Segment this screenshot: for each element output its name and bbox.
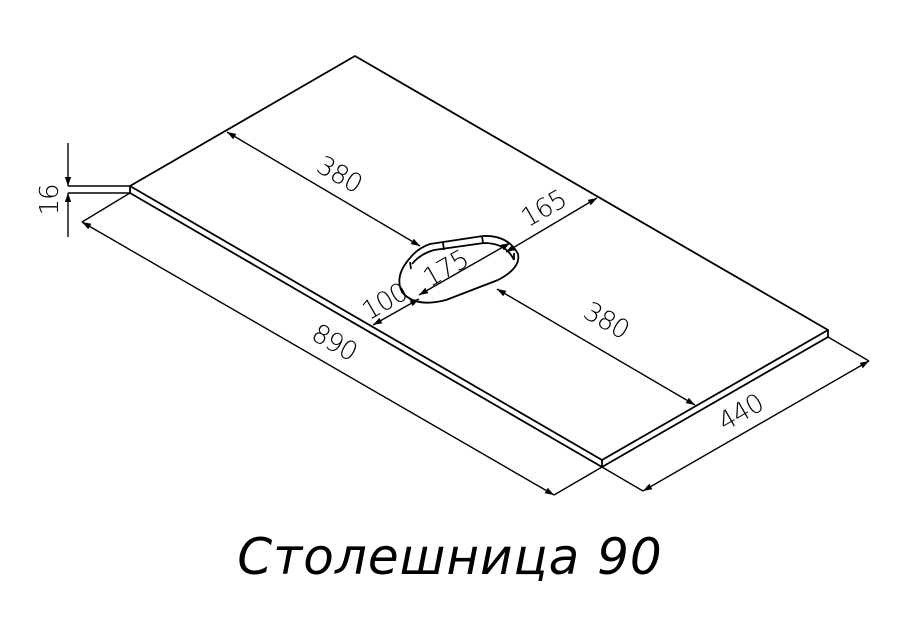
dim-hole-width-label: 100 [357, 277, 412, 326]
diagram-title: Столешница 90 [237, 528, 663, 586]
dim-depth: 440 [601, 336, 870, 492]
dim-depth-label: 440 [713, 388, 768, 437]
dim-hole-offset-left: 380 [226, 131, 421, 247]
dim-hole-offset-back: 165 [505, 184, 598, 253]
dim-hole-offset-right-label: 380 [578, 296, 633, 345]
dim-length-label: 890 [306, 318, 361, 367]
top-face [129, 55, 829, 461]
dim-hole-offset-back-label: 165 [516, 184, 571, 233]
dim-hole-offset-left-label: 380 [311, 150, 366, 199]
right-short-side [601, 330, 829, 468]
dim-hole-width: 100 [357, 277, 420, 327]
dim-hole-offset-right: 380 [496, 288, 696, 406]
dim-length: 890 [81, 192, 603, 496]
dim-thickness-label: 16 [35, 184, 65, 215]
dim-thickness: 16 [35, 143, 130, 237]
